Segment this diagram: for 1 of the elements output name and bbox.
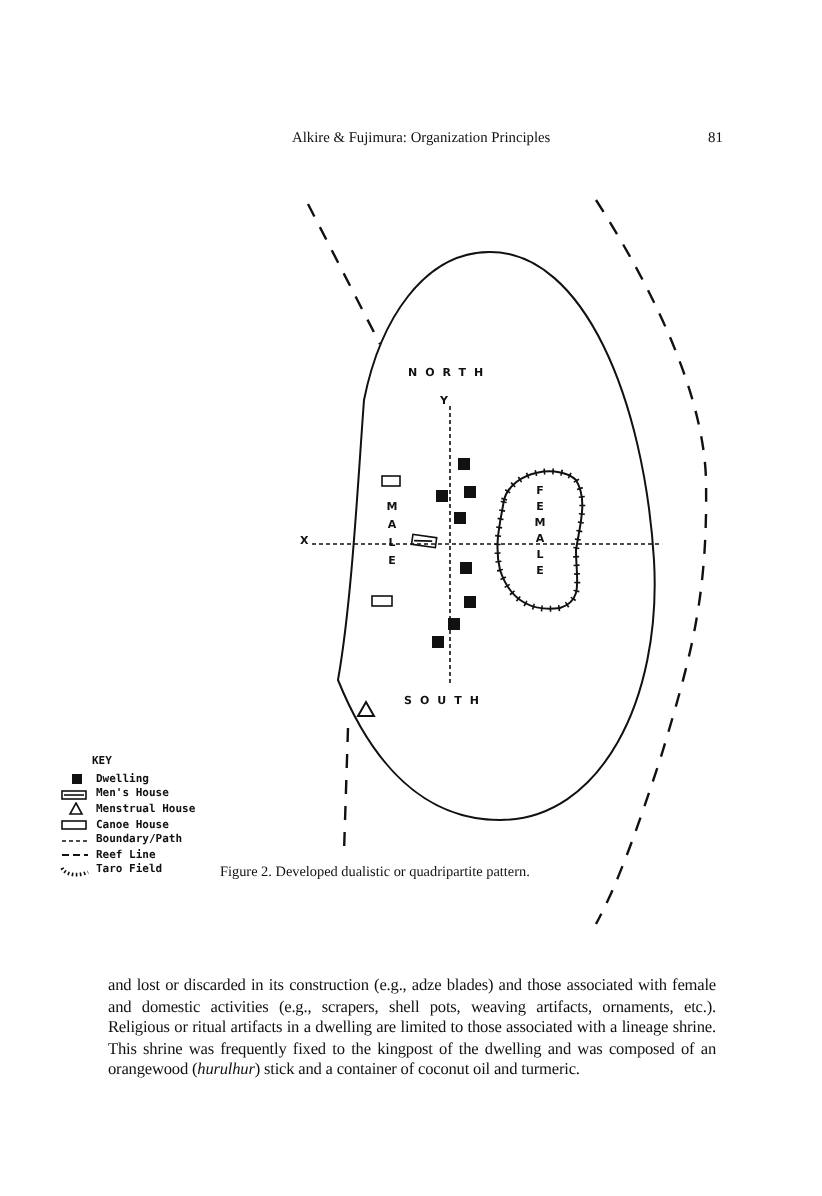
body-paragraph: and lost or discarded in its construction (e.g., adze blades) and those associated with female and domestic activities (e.g., scrapers, shell pots, weaving artifacts, ornaments, etc.). Religious or ritual artifacts in a dwelling are limited to those associated with a lineage shrine. This shrine was frequently fixed to the kingpost of the dwelling and was composed of an orangewood (hurulhur) stick and a container of coconut oil and turmeric. <box>108 976 716 1082</box>
